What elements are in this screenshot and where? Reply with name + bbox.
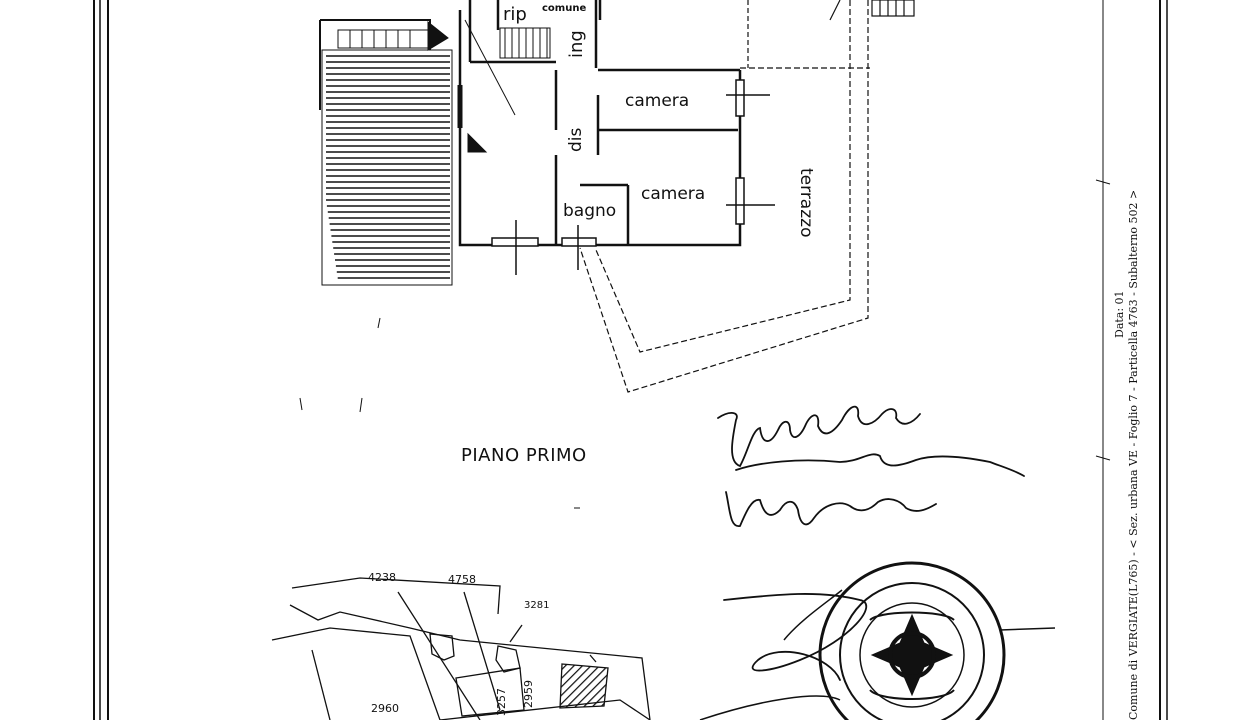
signature-3 bbox=[725, 491, 937, 527]
parcel-number: 2960 bbox=[371, 702, 399, 715]
room-label-rip: rip bbox=[503, 4, 527, 25]
room-label-camera-1: camera bbox=[625, 91, 690, 111]
parcel-number: 3281 bbox=[524, 600, 550, 611]
room-label-terrazzo: terrazzo bbox=[796, 168, 816, 238]
parcel-number: 4758 bbox=[448, 573, 476, 586]
site-plan bbox=[271, 577, 651, 720]
signatures bbox=[717, 405, 1025, 681]
room-label-bagno: bagno bbox=[563, 201, 617, 221]
signature-2 bbox=[735, 453, 1025, 477]
parcel-number: 2959 bbox=[522, 680, 535, 708]
floor-title: PIANO PRIMO bbox=[461, 445, 587, 466]
official-stamp bbox=[699, 561, 1056, 720]
margin-date: Data: 01 bbox=[1113, 290, 1126, 338]
room-label-comune: comune bbox=[542, 3, 587, 14]
stray-marks bbox=[299, 179, 1111, 509]
margin-cadastral-reference: Comune di VERGIATE(L765) - < Sez. urbana… bbox=[1127, 189, 1140, 720]
signature-1 bbox=[717, 405, 921, 468]
room-label-ing: ing bbox=[566, 30, 587, 58]
staircase bbox=[319, 19, 488, 286]
windows bbox=[457, 79, 775, 275]
signature-4 bbox=[723, 593, 867, 681]
left-frame-lines bbox=[93, 0, 109, 720]
parcel-number: 3257 bbox=[495, 688, 508, 716]
parcel-number: 4238 bbox=[368, 571, 396, 584]
terrace-outline bbox=[579, 0, 915, 393]
room-label-camera-2: camera bbox=[641, 184, 706, 204]
entrance-stairs bbox=[337, 27, 551, 59]
room-label-dis: dis bbox=[566, 127, 586, 152]
right-frame-lines bbox=[1102, 0, 1168, 720]
